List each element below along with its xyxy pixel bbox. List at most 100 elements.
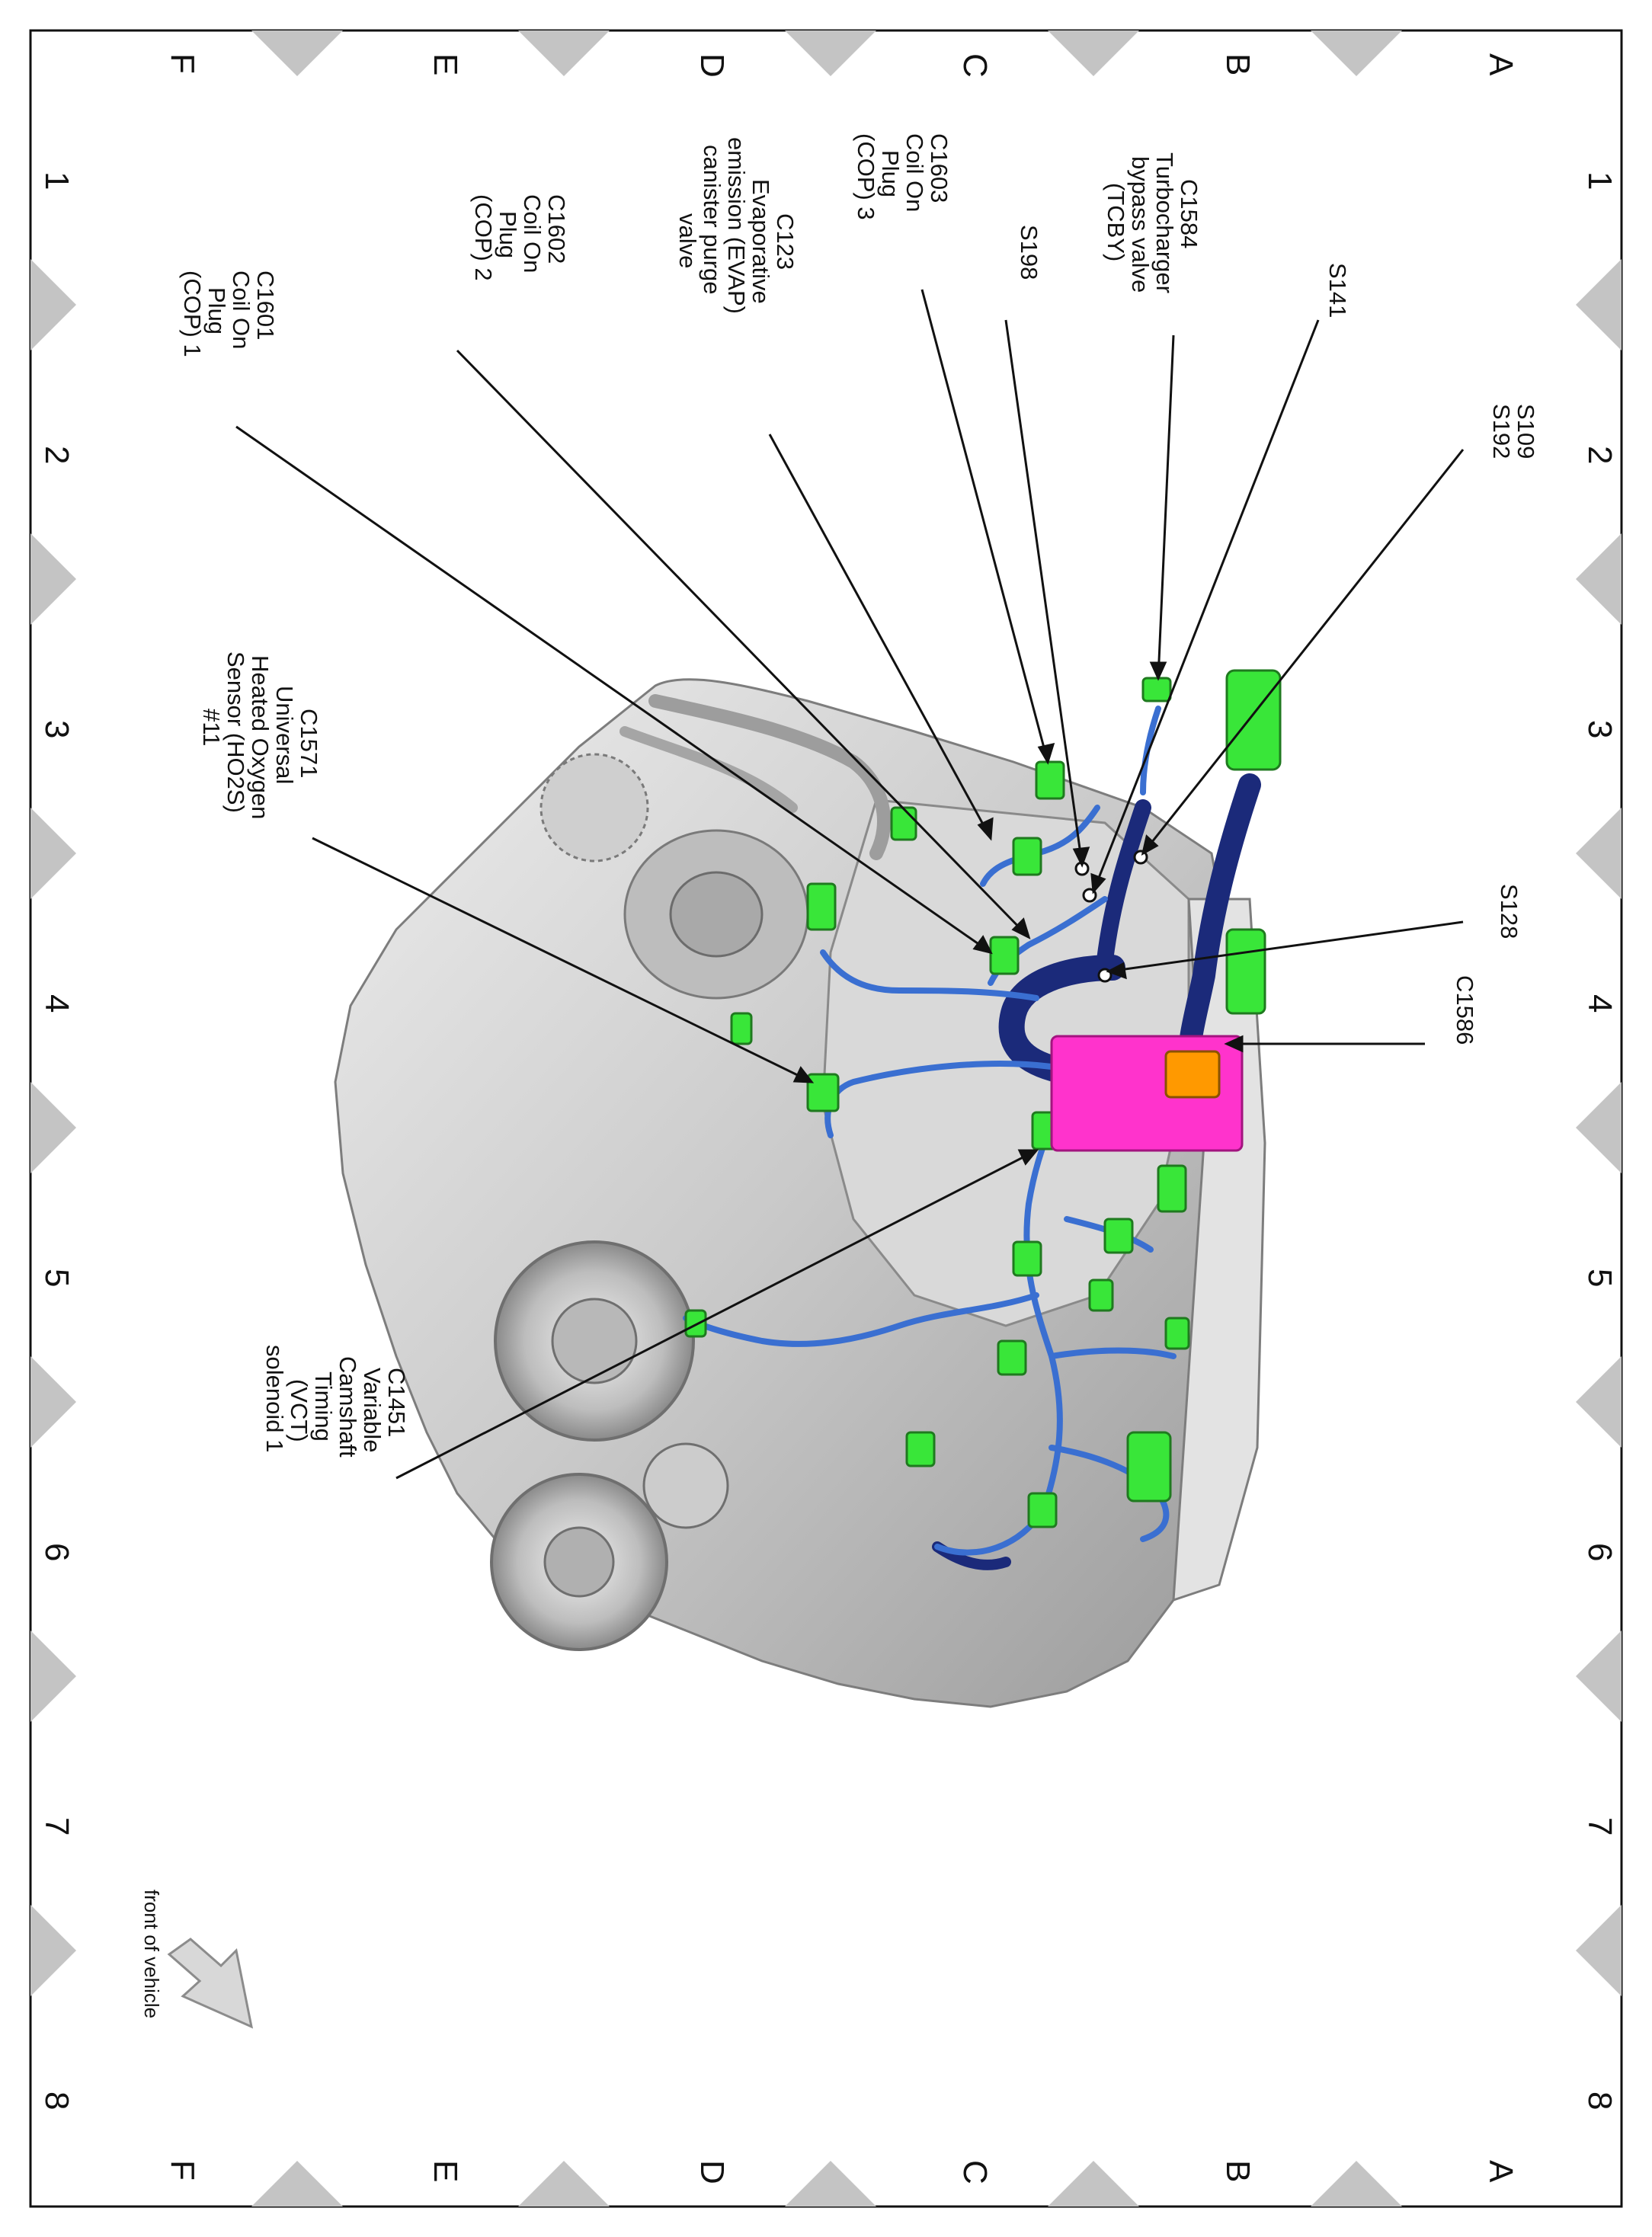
leader-c1584 xyxy=(1157,334,1175,679)
grid-col-labels-right: 1 2 3 4 5 6 7 8 xyxy=(1581,171,1618,2110)
callout-line: (COP) 2 xyxy=(470,194,497,281)
callout-line: S198 xyxy=(1016,225,1042,280)
grid-row-labels-bottom: A B C D E F xyxy=(164,2160,1519,2184)
grid-marker-bottom xyxy=(251,2161,343,2207)
grid-row-label: A xyxy=(1482,2160,1519,2183)
arrow-down-right-icon xyxy=(167,1938,254,2029)
grid-col-label: 4 xyxy=(1581,994,1618,1013)
callout-line: Heated Oxygen xyxy=(247,655,274,819)
grid-marker-left xyxy=(30,1356,76,1448)
grid-col-label: 7 xyxy=(1581,1817,1618,1835)
callout-s109-s192: S109 S192 xyxy=(1488,404,1539,459)
grid-marker-top xyxy=(785,30,876,76)
connector xyxy=(806,882,837,931)
connector xyxy=(1103,1218,1134,1254)
connector xyxy=(1141,677,1172,702)
callout-line: Coil On xyxy=(228,270,255,349)
callout-line: Timing xyxy=(310,1371,337,1442)
callout-line: Sensor (HO2S) xyxy=(223,651,249,813)
harness-trunk xyxy=(1097,799,1151,968)
grid-row-label: B xyxy=(1219,53,1257,75)
leader-arrow xyxy=(1141,834,1159,856)
grid-marker-right xyxy=(1576,1082,1622,1173)
callout-line: C1586 xyxy=(1452,975,1478,1045)
callout-line: C1601 xyxy=(252,270,279,340)
connector xyxy=(905,1431,936,1467)
grid-marker-right xyxy=(1576,259,1622,350)
harness-branch xyxy=(1049,1347,1177,1359)
harness-branch xyxy=(820,949,1039,1001)
grid-row-label: F xyxy=(164,2160,201,2181)
grid-col-labels-left: 1 2 3 4 5 6 7 8 xyxy=(38,171,75,2110)
grid-marker-top xyxy=(1311,30,1402,76)
grid-col-label: 4 xyxy=(38,994,75,1013)
connector xyxy=(1012,837,1042,876)
leader-s141 xyxy=(1092,319,1320,892)
grid-marker-left xyxy=(30,1082,76,1173)
callout-line: solenoid 1 xyxy=(261,1345,288,1452)
leader-s128 xyxy=(1108,920,1464,973)
callout-line: Coil On xyxy=(901,133,928,212)
leader-c123 xyxy=(768,434,992,839)
callout-line: (COP) 1 xyxy=(179,270,206,357)
grid-marker-left xyxy=(30,1631,76,1722)
leader-arrow xyxy=(1017,1149,1039,1166)
grid-markers xyxy=(30,30,1622,2207)
leader-arrow xyxy=(1090,872,1106,894)
callout-line: Coil On xyxy=(519,194,546,273)
grid-row-label: C xyxy=(956,53,994,78)
grid-marker-right xyxy=(1576,533,1622,625)
connector xyxy=(806,1073,840,1112)
grid-marker-bottom xyxy=(785,2161,876,2207)
highlighted-connector-c1586 xyxy=(1050,1035,1244,1152)
grid-row-labels-top: A B C D E F xyxy=(164,53,1519,78)
leader-c1571 xyxy=(312,837,812,1083)
callout-line: Plug xyxy=(203,287,230,334)
grid-marker-right xyxy=(1576,1356,1622,1448)
callout-line: Universal xyxy=(271,686,298,784)
front-of-vehicle-label: front of vehicle xyxy=(140,1890,163,2018)
leader-arrow xyxy=(1224,1035,1244,1053)
grid-col-label: 8 xyxy=(1581,2091,1618,2110)
harness-branch xyxy=(1140,706,1161,795)
callout-line: S128 xyxy=(1496,884,1522,939)
callout-line: C1584 xyxy=(1176,179,1202,248)
grid-row-label: B xyxy=(1219,2160,1257,2182)
callout-line: emission (EVAP) xyxy=(723,137,750,314)
connector xyxy=(890,806,917,841)
connector xyxy=(1157,1164,1187,1213)
grid-row-label: E xyxy=(427,53,464,75)
coolant-pipe xyxy=(648,694,891,860)
callout-line: C1451 xyxy=(383,1368,410,1437)
grid-col-label: 1 xyxy=(38,171,75,190)
callout-c1451: C1451 Variable Camshaft Timing (VCT) sol… xyxy=(261,1345,410,1458)
callout-line: Plug xyxy=(495,211,521,258)
grid-row-label: D xyxy=(693,53,731,78)
harness-branch xyxy=(683,1292,1039,1347)
leader-arrow xyxy=(1149,661,1167,681)
grid-row-label: F xyxy=(164,53,201,74)
leader-c1603 xyxy=(920,289,1049,763)
callout-line: C123 xyxy=(772,213,799,270)
callout-line: C1603 xyxy=(926,133,952,203)
grid-marker-left xyxy=(30,808,76,899)
callout-line: S141 xyxy=(1324,263,1351,318)
grid-col-label: 6 xyxy=(38,1543,75,1561)
leader-arrow xyxy=(792,1066,815,1083)
callout-line: (COP) 3 xyxy=(853,133,879,220)
callout-c1603: C1603 Coil On Plug (COP) 3 xyxy=(853,133,952,220)
leader-arrow xyxy=(977,817,994,841)
grid-col-label: 1 xyxy=(1581,171,1618,190)
callout-line: Camshaft xyxy=(335,1356,361,1458)
engine-illustration xyxy=(334,678,1266,1708)
callout-line: #11 xyxy=(198,709,225,746)
grid-marker-right xyxy=(1576,1905,1622,1996)
callout-s141: S141 xyxy=(1324,263,1351,318)
callout-c1602: C1602 Coil On Plug (COP) 2 xyxy=(470,194,570,281)
gear-wheel xyxy=(539,753,649,862)
harness-trunk xyxy=(1177,773,1261,1078)
grid-marker-bottom xyxy=(1311,2161,1402,2207)
grid-col-label: 6 xyxy=(1581,1543,1618,1561)
connector xyxy=(1225,928,1266,1015)
grid-marker-left xyxy=(30,259,76,350)
